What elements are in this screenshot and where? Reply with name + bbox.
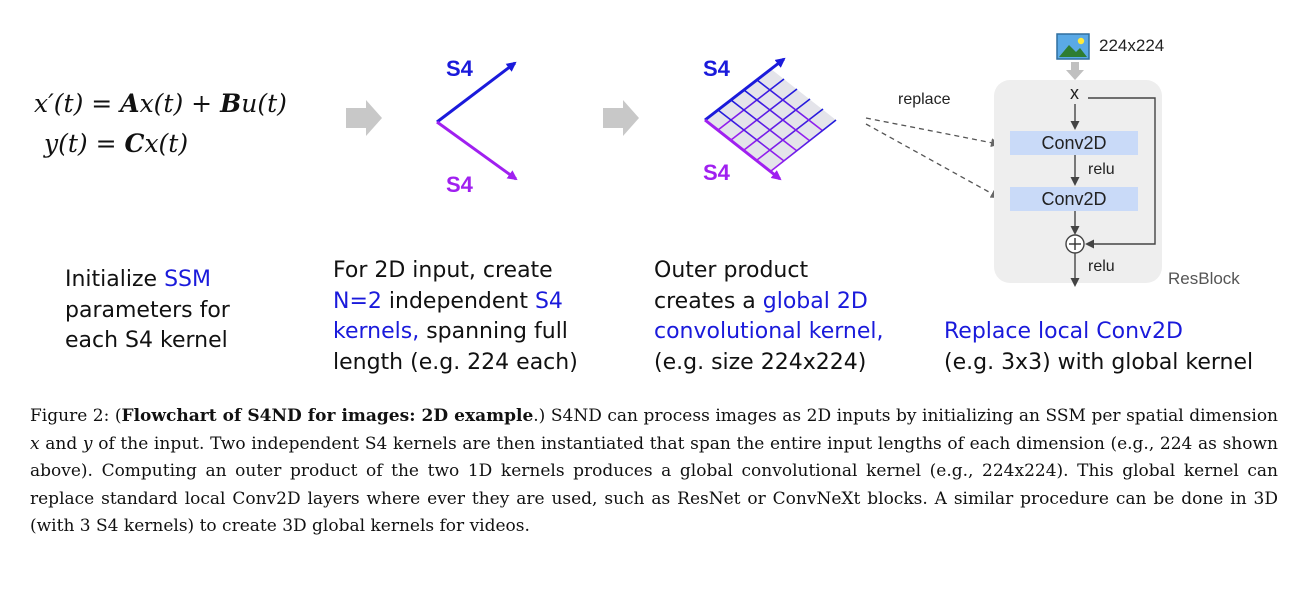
resblock-label: ResBlock — [1168, 269, 1240, 288]
step-2-description: For 2D input, create N=2 independent S4 … — [333, 258, 578, 375]
input-size-label: 224x224 — [1099, 36, 1165, 55]
image-icon — [1056, 33, 1090, 60]
input-arrow — [1066, 62, 1084, 80]
step-3-description: Outer product creates a global 2D convol… — [654, 258, 884, 375]
s4-kernel-x-arrow — [436, 61, 517, 124]
x-label: x — [1070, 83, 1079, 103]
s4-label-outer-top: S4 — [703, 56, 730, 81]
replace-arrow-1 — [865, 117, 1000, 148]
flow-arrow-1 — [346, 100, 382, 136]
s4-label-outer-bottom: S4 — [703, 160, 730, 185]
replace-label: replace — [898, 91, 951, 108]
flow-arrow-2 — [603, 100, 639, 136]
global-2d-kernel-grid — [704, 57, 837, 181]
relu-label-1: relu — [1088, 161, 1115, 178]
state-equation: x′(t) = Ax(t) + Bu(t) — [34, 89, 287, 118]
s4-kernel-y-arrow — [436, 120, 518, 181]
step-1-description: Initialize SSM parameters for each S4 ke… — [65, 267, 230, 353]
replace-arrow-2 — [865, 123, 1000, 198]
output-equation: y(t) = Cx(t) — [44, 129, 189, 158]
s4-label-bottom: S4 — [446, 172, 473, 197]
figure-caption: Figure 2: (Flowchart of S4ND for images:… — [30, 406, 1279, 536]
s4-label-top: S4 — [446, 56, 473, 81]
flowchart-graphics — [346, 33, 1162, 287]
conv2d-block-2: Conv2D — [1010, 187, 1138, 211]
skip-connection — [1085, 97, 1156, 249]
conv2d-block-1: Conv2D — [1010, 131, 1138, 155]
relu-label-2: relu — [1088, 258, 1115, 275]
step-4-description: Replace local Conv2D (e.g. 3x3) with glo… — [944, 319, 1254, 375]
